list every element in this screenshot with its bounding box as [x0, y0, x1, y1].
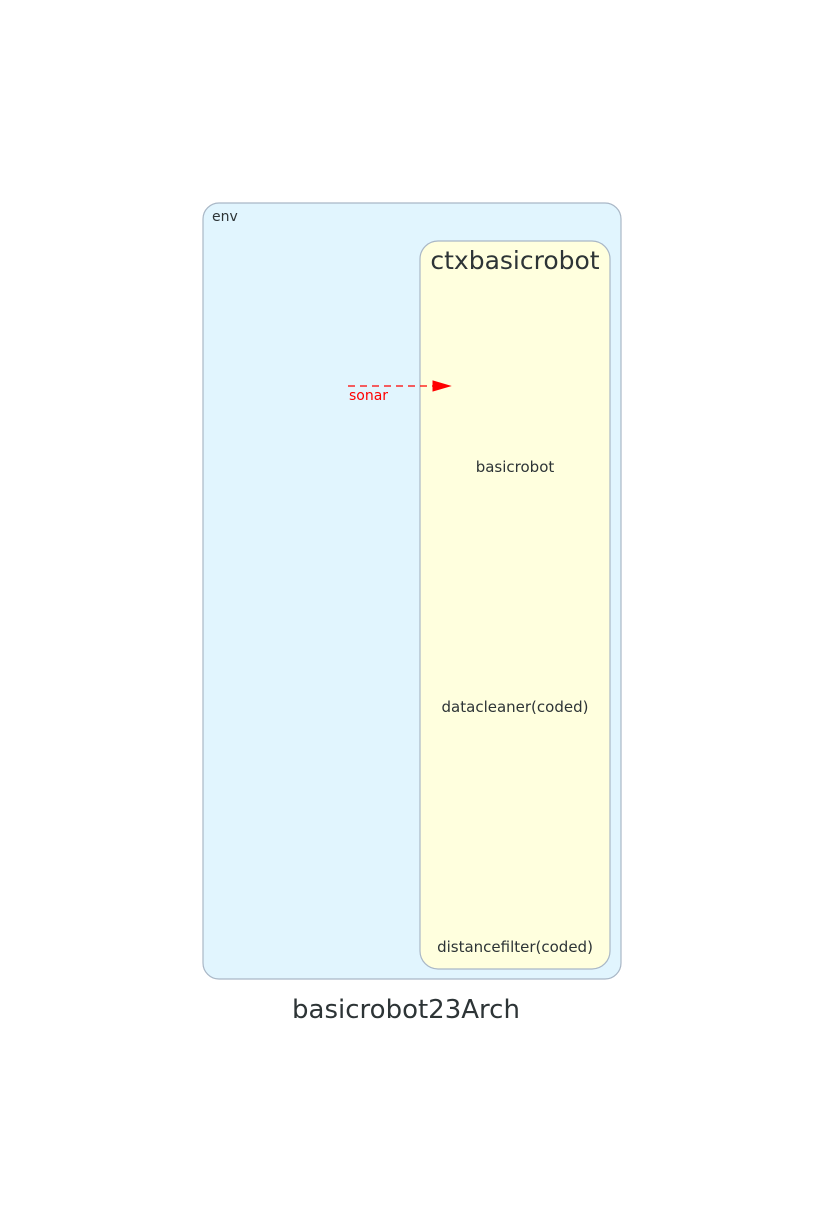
node-basicrobot: basicrobot	[476, 458, 555, 476]
graph-title: basicrobot23Arch	[292, 995, 520, 1025]
node-distancefilter: distancefilter(coded)	[437, 938, 593, 956]
sonar-edge-arrowhead	[432, 380, 452, 392]
sonar-edge-label: sonar	[349, 388, 388, 404]
node-datacleaner: datacleaner(coded)	[442, 698, 589, 716]
context-cluster-label: ctxbasicrobot	[430, 246, 599, 275]
context-cluster	[419, 240, 611, 970]
env-cluster-label: env	[212, 209, 238, 225]
